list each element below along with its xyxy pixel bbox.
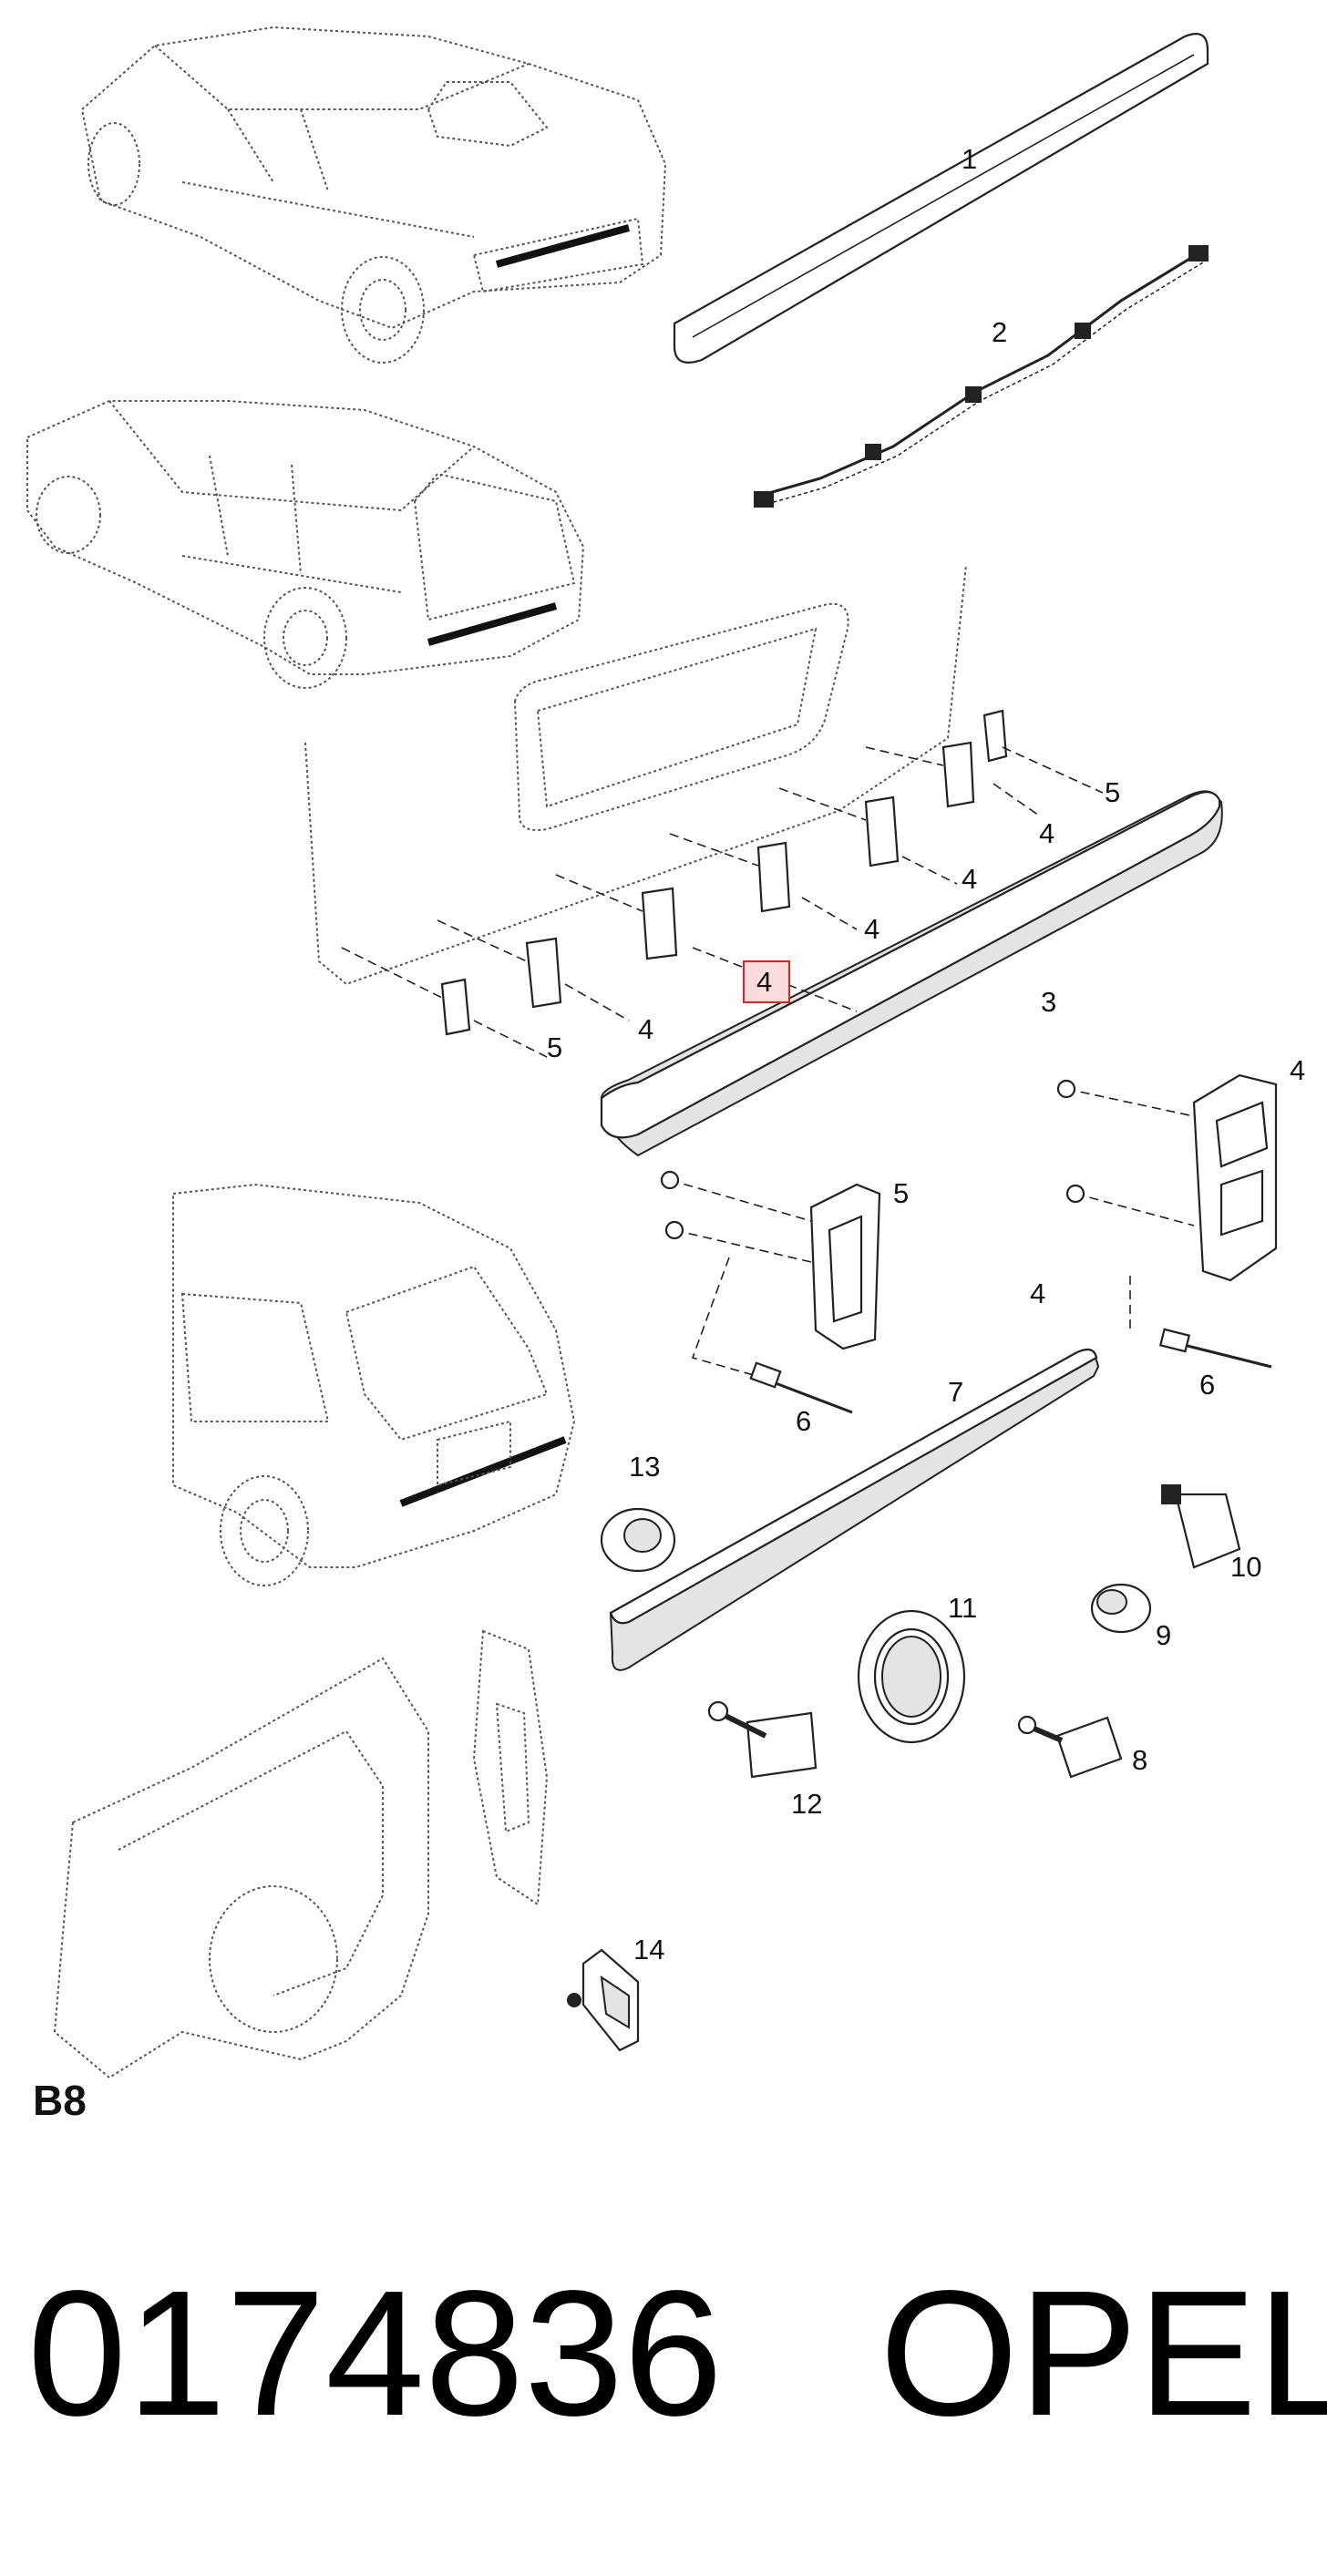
part-10-knob bbox=[1161, 1484, 1241, 1569]
callout-4[interactable]: 4 bbox=[638, 1013, 653, 1045]
highlight-box bbox=[743, 960, 790, 1003]
part-6-fasteners bbox=[660, 1079, 1272, 1414]
part-5-clip-detail bbox=[669, 1179, 881, 1377]
part-1-trim-strip bbox=[673, 33, 1209, 364]
callout-5[interactable]: 5 bbox=[1105, 776, 1120, 808]
part-8-cover bbox=[1017, 1715, 1123, 1779]
part-3-tailgate-moulding bbox=[600, 790, 1223, 1157]
part-4-clip-detail bbox=[1065, 1073, 1278, 1330]
callout-7[interactable]: 7 bbox=[948, 1376, 963, 1408]
callout-9[interactable]: 9 bbox=[1156, 1619, 1171, 1651]
tailgate-sketch bbox=[304, 564, 967, 986]
callout-4[interactable]: 4 bbox=[1290, 1054, 1305, 1086]
part-7-lower-moulding bbox=[609, 1348, 1100, 1671]
part-number: 0174836 bbox=[27, 2253, 724, 2453]
part-9-plug bbox=[1090, 1583, 1152, 1634]
side-panel-sketch bbox=[53, 1629, 549, 2079]
callout-3[interactable]: 3 bbox=[1041, 986, 1056, 1018]
callout-2[interactable]: 2 bbox=[992, 316, 1007, 348]
callout-6[interactable]: 6 bbox=[796, 1405, 811, 1437]
callout-13[interactable]: 13 bbox=[629, 1451, 660, 1483]
brand-name: OPEL bbox=[880, 2253, 1327, 2453]
estate-sketch bbox=[26, 400, 585, 689]
minivan-sketch bbox=[172, 1183, 576, 1586]
hatchback-sketch bbox=[80, 26, 667, 364]
callout-1[interactable]: 1 bbox=[962, 143, 977, 175]
callout-10[interactable]: 10 bbox=[1230, 1551, 1261, 1583]
part-13-cap bbox=[600, 1507, 676, 1573]
callout-6[interactable]: 6 bbox=[1199, 1369, 1215, 1401]
callout-5[interactable]: 5 bbox=[547, 1031, 562, 1063]
callout-4-highlighted[interactable]: 4 bbox=[756, 966, 772, 998]
callout-8[interactable]: 8 bbox=[1132, 1744, 1147, 1776]
section-code: B8 bbox=[33, 2077, 87, 2124]
callout-12[interactable]: 12 bbox=[791, 1788, 822, 1820]
callout-5[interactable]: 5 bbox=[893, 1177, 909, 1209]
part-2-wiring-harness bbox=[754, 245, 1209, 508]
callout-4[interactable]: 4 bbox=[1030, 1278, 1045, 1309]
callout-14[interactable]: 14 bbox=[633, 1934, 664, 1965]
callout-4[interactable]: 4 bbox=[864, 913, 880, 945]
part-12-bolt-plate bbox=[707, 1700, 818, 1779]
clip-row bbox=[440, 709, 1008, 1036]
callout-11[interactable]: 11 bbox=[948, 1592, 977, 1624]
part-14-bracket bbox=[567, 1948, 640, 2052]
part-11-grommet bbox=[857, 1609, 966, 1744]
callout-4[interactable]: 4 bbox=[962, 863, 977, 895]
callout-4[interactable]: 4 bbox=[1039, 817, 1054, 849]
